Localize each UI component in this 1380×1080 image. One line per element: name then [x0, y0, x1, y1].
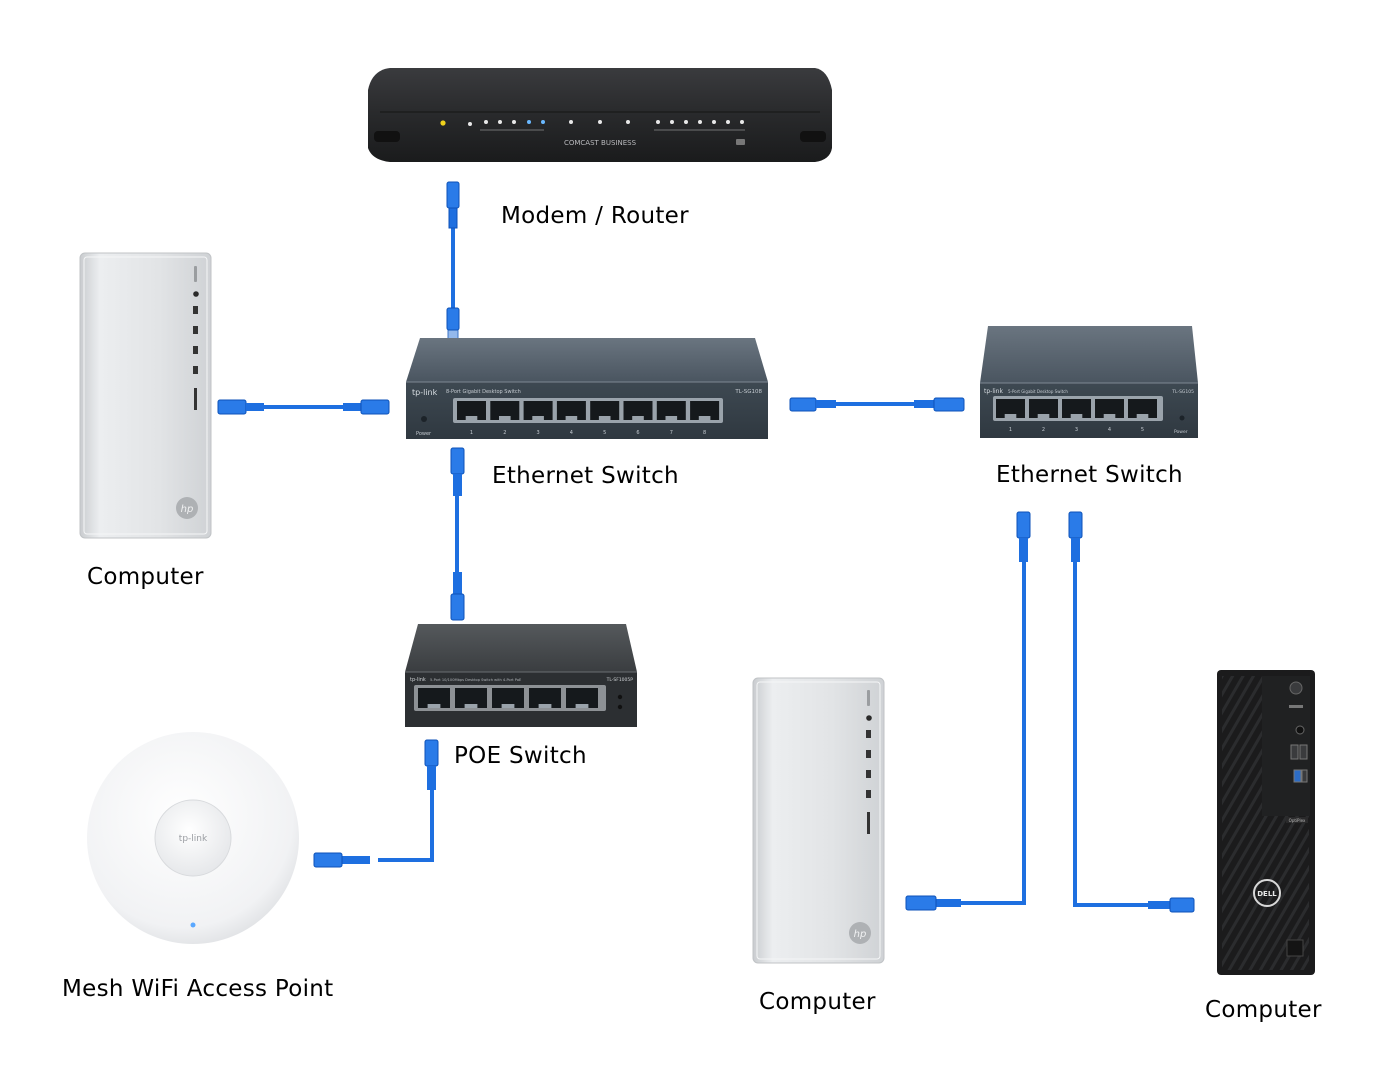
switch-right-port-3 — [1062, 399, 1091, 418]
label-computer-hp-bottom: Computer — [759, 989, 876, 1015]
switch-main-port-number-8: 8 — [703, 430, 706, 436]
modem-router: COMCAST BUSINESS — [368, 68, 832, 162]
switch-right-port-latch-3 — [1070, 414, 1083, 418]
poe-model: TL-SF1005P — [606, 677, 634, 683]
poe-port-4 — [529, 688, 561, 708]
switch-main-port-4 — [556, 401, 586, 420]
cable-poe-to-access-point — [313, 739, 439, 868]
poe-port-5 — [566, 688, 598, 708]
switch-right-ports: 1 2 3 4 5 — [996, 399, 1157, 433]
router-brand-text: COMCAST BUSINESS — [564, 139, 637, 147]
switch-right-port-latch-4 — [1103, 414, 1116, 418]
poe-switch-ports — [418, 688, 598, 708]
cable-switch-right-to-dell-computer — [1068, 511, 1195, 913]
cable-switch-to-computer-left — [217, 399, 390, 415]
label-ethernet-switch-main: Ethernet Switch — [492, 463, 679, 489]
switch-right-port-latch-5 — [1136, 414, 1149, 418]
label-modem-router: Modem / Router — [501, 203, 689, 229]
poe-brand: tp-link — [410, 677, 426, 683]
switch-main-port-latch-2 — [499, 416, 511, 420]
switch-main-port-2 — [490, 401, 520, 420]
switch-main-port-3 — [523, 401, 553, 420]
switch-main-port-latch-7 — [665, 416, 678, 420]
switch-right-port-number-4: 4 — [1108, 427, 1111, 433]
label-ethernet-switch-right: Ethernet Switch — [996, 462, 1183, 488]
switch-right-port-number-5: 5 — [1141, 427, 1144, 433]
switch-right-port-5 — [1128, 399, 1157, 418]
ethernet-switch-main: tp-link 8-Port Gigabit Desktop Switch TL… — [406, 338, 768, 439]
computer-bottom-hp: hp — [752, 677, 885, 964]
switch-main-desc: 8-Port Gigabit Desktop Switch — [446, 389, 521, 395]
ap-brand-text: tp-link — [179, 834, 208, 844]
switch-right-port-4 — [1095, 399, 1124, 418]
switch-main-port-number-4: 4 — [570, 430, 573, 436]
switch-main-port-5 — [590, 401, 620, 420]
switch-right-port-latch-2 — [1037, 414, 1050, 418]
switch-right-power-label: Power — [1174, 429, 1188, 435]
switch-main-model: TL-SG108 — [734, 389, 762, 395]
poe-port-latch-2 — [464, 704, 478, 708]
poe-port-latch-1 — [427, 704, 441, 708]
poe-port-3 — [492, 688, 524, 708]
poe-port-latch-4 — [538, 704, 552, 708]
dell-logo: DELL — [1257, 890, 1277, 898]
switch-main-port-number-7: 7 — [670, 430, 673, 436]
label-computer-dell: Computer — [1205, 997, 1322, 1023]
switch-main-port-latch-4 — [565, 416, 578, 420]
label-computer-left: Computer — [87, 564, 204, 590]
poe-port-2 — [455, 688, 487, 708]
switch-main-port-latch-3 — [532, 416, 544, 420]
switch-main-port-latch-8 — [698, 416, 711, 420]
poe-port-1 — [418, 688, 450, 708]
ethernet-switch-right: tp-link 5-Port Gigabit Desktop Switch TL… — [980, 326, 1198, 438]
switch-right-desc: 5-Port Gigabit Desktop Switch — [1008, 389, 1068, 394]
switch-main-port-number-6: 6 — [636, 430, 639, 436]
switch-main-port-7 — [656, 401, 686, 420]
poe-port-latch-3 — [501, 704, 515, 708]
computer-dell: OptiPlex DELL — [1217, 670, 1315, 975]
cable-switch-to-switch-right — [789, 397, 965, 412]
switch-main-brand: tp-link — [412, 388, 438, 397]
switch-right-port-1 — [996, 399, 1025, 418]
switch-right-port-number-1: 1 — [1009, 427, 1012, 433]
mesh-wifi-access-point: tp-link — [87, 732, 299, 944]
switch-main-port-number-1: 1 — [470, 430, 473, 436]
cable-switch-to-poe — [450, 447, 465, 621]
ap-led-icon — [190, 922, 196, 928]
switch-right-port-number-3: 3 — [1075, 427, 1078, 433]
switch-main-power-label: Power — [416, 431, 432, 437]
hp-logo-bottom: hp — [854, 929, 867, 940]
dell-model-text: OptiPlex — [1289, 818, 1306, 823]
switch-main-port-1 — [457, 401, 486, 420]
poe-port-latch-5 — [575, 704, 589, 708]
switch-main-port-latch-5 — [598, 416, 611, 420]
poe-desc: 5-Port 10/100Mbps Desktop Switch with 4-… — [430, 678, 522, 682]
switch-right-model: TL-SG105 — [1171, 389, 1194, 395]
switch-right-brand: tp-link — [984, 388, 1003, 395]
switch-main-port-8 — [690, 401, 720, 420]
switch-main-port-number-5: 5 — [603, 430, 606, 436]
label-poe-switch: POE Switch — [454, 743, 587, 769]
label-mesh-wifi-access-point: Mesh WiFi Access Point — [62, 976, 334, 1002]
switch-right-port-latch-1 — [1004, 414, 1017, 418]
computer-left-hp: hp — [79, 252, 212, 539]
switch-main-port-latch-6 — [632, 416, 644, 420]
switch-main-port-6 — [623, 401, 653, 420]
switch-main-port-number-3: 3 — [537, 430, 540, 436]
poe-switch: tp-link 5-Port 10/100Mbps Desktop Switch… — [405, 624, 637, 727]
switch-right-port-number-2: 2 — [1042, 427, 1045, 433]
hp-logo-left: hp — [181, 504, 194, 515]
switch-right-port-2 — [1029, 399, 1058, 418]
switch-main-port-latch-1 — [465, 416, 478, 420]
switch-main-port-number-2: 2 — [503, 430, 506, 436]
switch-main-ports: 1 2 3 4 5 6 7 8 — [457, 401, 720, 436]
cable-switch-right-to-hp-computer — [905, 511, 1031, 911]
